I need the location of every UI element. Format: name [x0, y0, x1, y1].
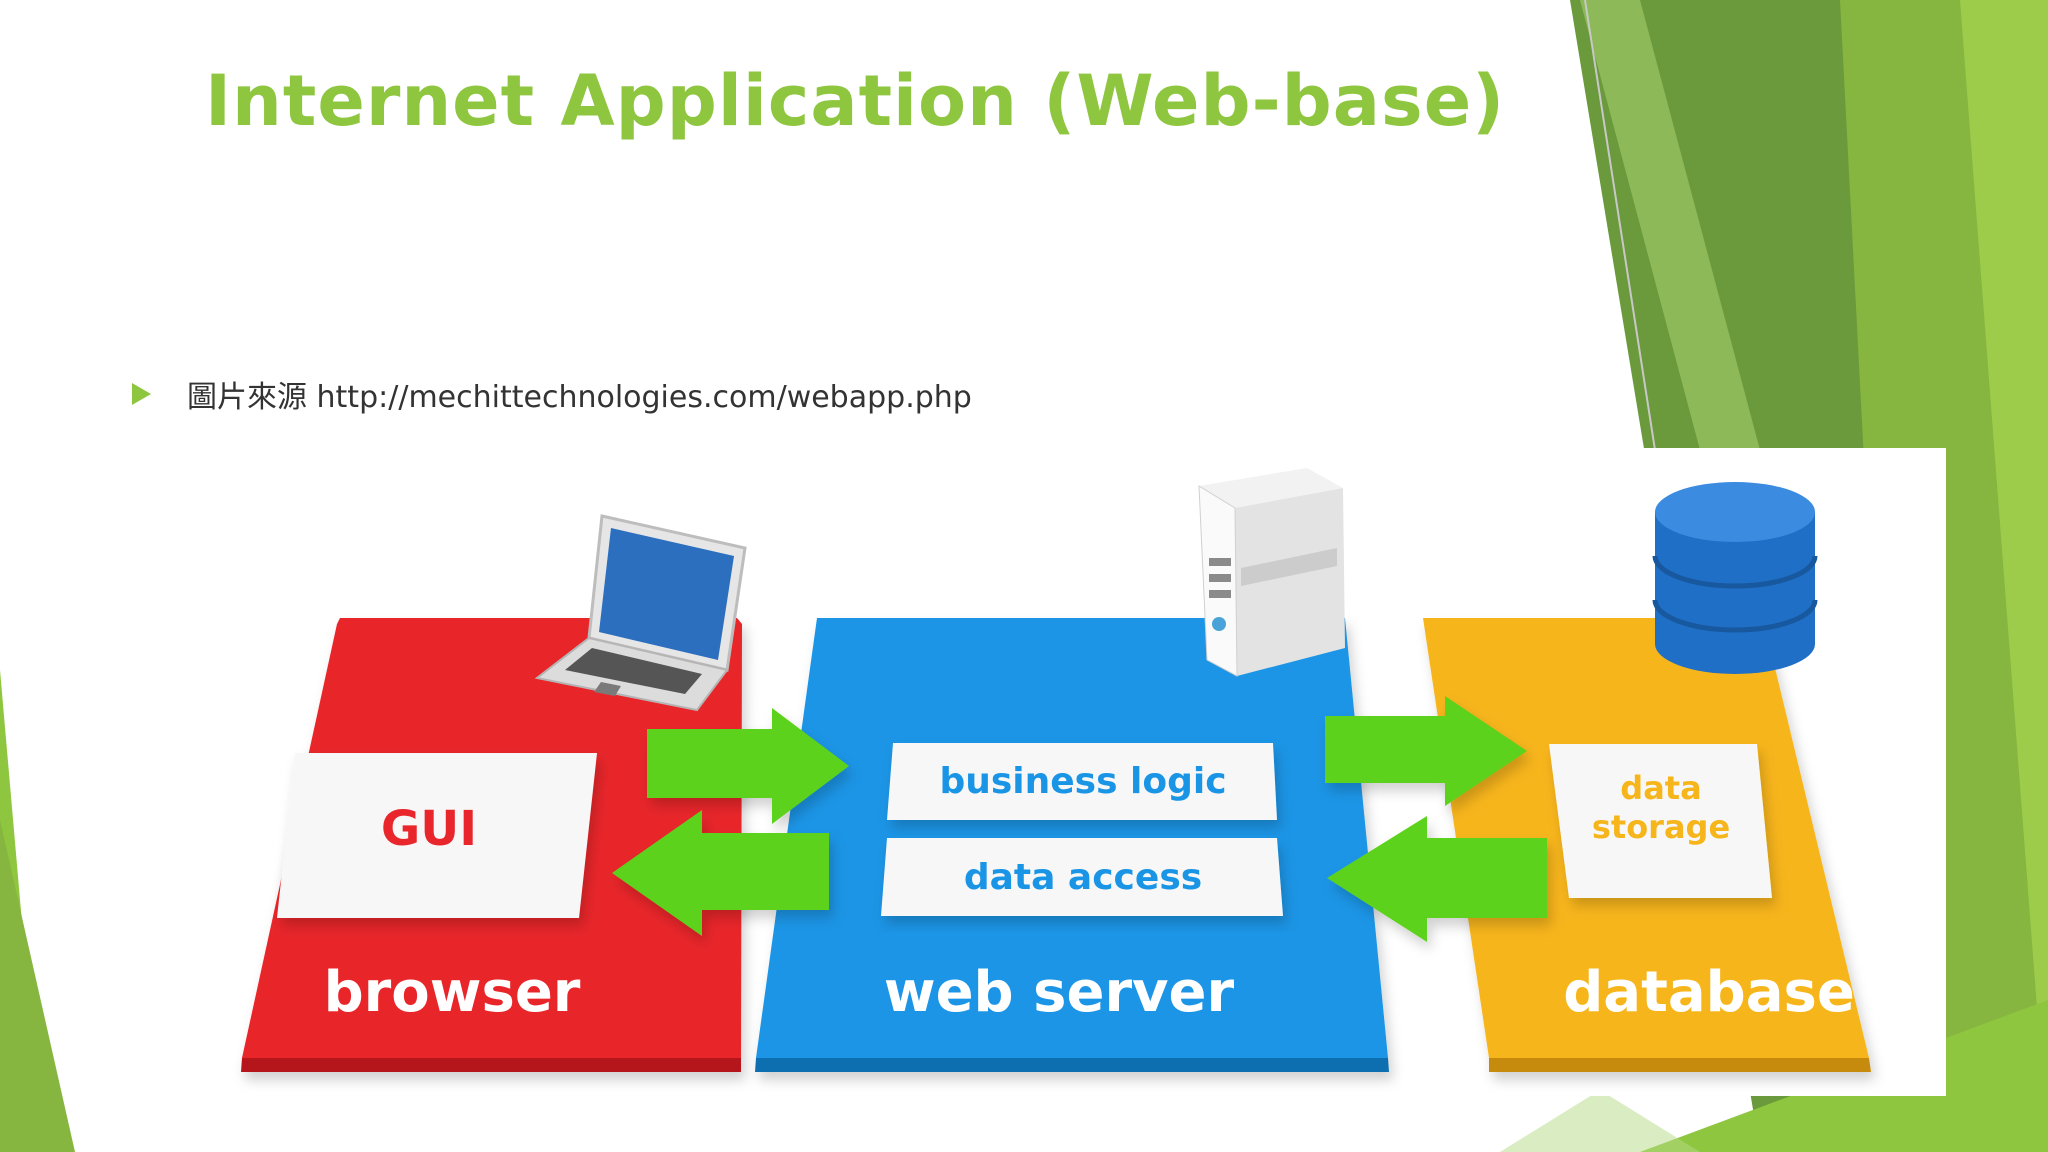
data-access-label: data access — [964, 857, 1202, 898]
browser-label: browser — [324, 960, 581, 1025]
gui-label: GUI — [381, 801, 477, 857]
gui-module — [277, 753, 597, 918]
laptop-icon — [534, 514, 747, 712]
data-access-module — [881, 838, 1283, 916]
arrow-database-to-server — [1327, 816, 1547, 942]
data-storage-label-line2: storage — [1592, 808, 1730, 846]
slide-title: Internet Application (Web-base) — [205, 60, 1506, 142]
business-logic-module — [887, 743, 1277, 820]
arrow-browser-to-server — [647, 708, 849, 824]
source-bullet: 圖片來源 http://mechittechnologies.com/webap… — [132, 374, 972, 415]
triangle-bullet-icon — [132, 383, 151, 405]
arrow-server-to-browser — [612, 810, 829, 936]
web-server-label: web server — [884, 960, 1235, 1025]
server-tower-icon — [1198, 468, 1345, 677]
database-cylinder-icon — [1652, 482, 1818, 674]
source-text: 圖片來源 http://mechittechnologies.com/webap… — [187, 380, 972, 415]
arrow-server-to-database — [1325, 696, 1527, 806]
database-label: database — [1563, 960, 1855, 1025]
data-storage-label-line1: data — [1620, 769, 1701, 807]
business-logic-label: business logic — [939, 761, 1226, 802]
data-storage-module — [1549, 744, 1772, 898]
web-architecture-diagram: GUI browser business logic data access w… — [197, 448, 1946, 1096]
